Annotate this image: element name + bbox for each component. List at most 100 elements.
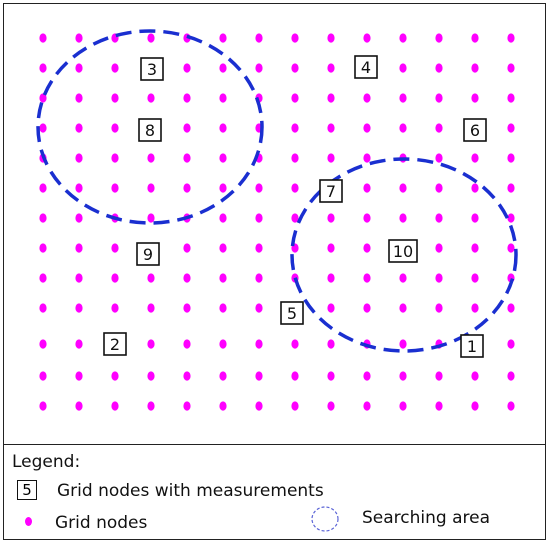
grid-node (183, 93, 191, 103)
grid-node (471, 303, 479, 313)
grid-node (39, 63, 47, 73)
grid-node (291, 153, 299, 163)
measurement-node-box: 5 (280, 301, 304, 325)
measurement-box-label: 8 (145, 121, 155, 140)
grid-node (363, 213, 371, 223)
grid-node (399, 63, 407, 73)
searching-area-circle (290, 157, 518, 353)
grid-node (255, 183, 263, 193)
grid-node (399, 213, 407, 223)
grid-node (435, 63, 443, 73)
grid-node (147, 153, 155, 163)
legend-grid-node-dot (25, 517, 32, 526)
grid-node (183, 123, 191, 133)
grid-plot-frame (3, 3, 546, 445)
grid-node (111, 153, 119, 163)
grid-node (327, 371, 335, 381)
grid-node (111, 401, 119, 411)
grid-node (75, 303, 83, 313)
grid-node (363, 33, 371, 43)
grid-node (111, 303, 119, 313)
legend-measurement-box: 5 (17, 480, 37, 500)
grid-node (219, 303, 227, 313)
grid-node (471, 183, 479, 193)
searching-area-circle (36, 29, 264, 225)
grid-node (147, 183, 155, 193)
grid-node (399, 371, 407, 381)
grid-node (507, 401, 515, 411)
grid-node (363, 371, 371, 381)
grid-node (39, 123, 47, 133)
legend-searching-area-icon (311, 506, 339, 532)
grid-node (183, 273, 191, 283)
grid-node (399, 401, 407, 411)
grid-node (327, 273, 335, 283)
grid-node (399, 183, 407, 193)
measurement-box-label: 2 (110, 335, 120, 354)
grid-node (255, 63, 263, 73)
measurement-box-outline (140, 57, 164, 81)
legend-title: Legend: (12, 452, 81, 472)
measurement-node-box: 8 (138, 118, 162, 142)
grid-node (183, 303, 191, 313)
measurement-box-label: 7 (326, 182, 336, 201)
measurement-node-box: 3 (140, 57, 164, 81)
grid-node (507, 153, 515, 163)
grid-node (435, 33, 443, 43)
measurement-box-label: 9 (143, 245, 153, 264)
grid-node (183, 183, 191, 193)
measurement-box-outline (388, 239, 418, 263)
grid-node (39, 303, 47, 313)
grid-node (399, 273, 407, 283)
grid-node (471, 63, 479, 73)
grid-node (291, 339, 299, 349)
grid-node (219, 401, 227, 411)
grid-node (147, 273, 155, 283)
grid-node (219, 213, 227, 223)
grid-node (219, 371, 227, 381)
grid-node (399, 123, 407, 133)
grid-node (183, 371, 191, 381)
grid-node (435, 371, 443, 381)
grid-node (183, 153, 191, 163)
grid-node (507, 243, 515, 253)
grid-node (183, 401, 191, 411)
grid-node (75, 371, 83, 381)
grid-node (291, 33, 299, 43)
grid-node (363, 303, 371, 313)
grid-node (327, 93, 335, 103)
grid-node (291, 371, 299, 381)
grid-node (399, 93, 407, 103)
grid-node (363, 273, 371, 283)
grid-node (111, 123, 119, 133)
grid-node (507, 33, 515, 43)
grid-node (147, 339, 155, 349)
grid-node (219, 153, 227, 163)
grid-node (291, 93, 299, 103)
grid-node (111, 371, 119, 381)
grid-node (507, 123, 515, 133)
grid-node (363, 123, 371, 133)
grid-node (183, 339, 191, 349)
measurement-box-label: 4 (361, 58, 371, 77)
measurement-node-box: 2 (103, 332, 127, 356)
grid-node (75, 63, 83, 73)
grid-node (183, 243, 191, 253)
grid-node (507, 63, 515, 73)
grid-node (75, 213, 83, 223)
grid-node (147, 33, 155, 43)
grid-node (147, 303, 155, 313)
grid-node (219, 339, 227, 349)
grid-node (75, 183, 83, 193)
grid-nodes (39, 33, 515, 411)
grid-node (219, 183, 227, 193)
measurement-node-box: 4 (354, 55, 378, 79)
grid-node (291, 63, 299, 73)
grid-node (507, 183, 515, 193)
grid-node (39, 401, 47, 411)
grid-node (39, 93, 47, 103)
legend-grid-nodes-label: Grid nodes (55, 513, 148, 533)
grid-node (327, 213, 335, 223)
grid-node (255, 303, 263, 313)
grid-node (327, 123, 335, 133)
